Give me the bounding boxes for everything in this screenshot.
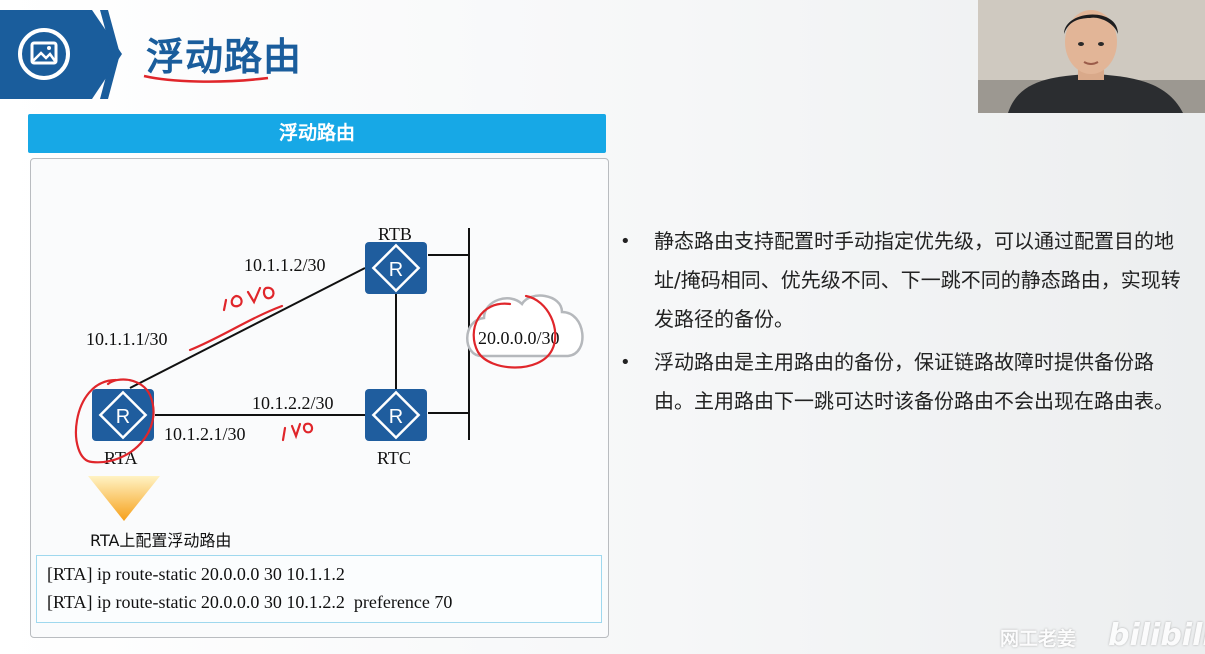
router-icon-rtc[interactable]: R: [365, 389, 427, 441]
bullet-text: 浮动路由是主用路由的备份，保证链路故障时提供备份路由。主用路由下一跳可达时该备份…: [654, 350, 1174, 413]
handwritten-annotations: [74, 286, 557, 464]
channel-watermark: 网工老姜: [1000, 628, 1077, 650]
bullet-item: • 静态路由支持配置时手动指定优先级，可以通过配置目的地址/掩码相同、优先级不同…: [620, 222, 1190, 339]
bullet-item: • 浮动路由是主用路由的备份，保证链路故障时提供备份路由。主用路由下一跳可达时该…: [620, 343, 1190, 421]
image-icon: [18, 28, 70, 80]
config-caption: RTA上配置浮动路由: [90, 531, 231, 550]
bullet-text: 静态路由支持配置时手动指定优先级，可以通过配置目的地址/掩码相同、优先级不同、下…: [654, 229, 1181, 331]
bilibili-logo: bilibili: [1108, 618, 1205, 653]
panel-banner: 浮动路由: [28, 114, 606, 153]
bullet-list: • 静态路由支持配置时手动指定优先级，可以通过配置目的地址/掩码相同、优先级不同…: [620, 222, 1190, 425]
router-icon-rtb[interactable]: R: [365, 242, 427, 294]
down-arrow-icon: [88, 476, 160, 521]
network-label: 20.0.0.0/30: [478, 328, 560, 348]
router-icon-rta[interactable]: R: [92, 389, 154, 441]
router-glyph: R: [389, 406, 403, 428]
page-title: 浮动路由: [146, 35, 303, 79]
title-underline-mark: [143, 74, 269, 83]
ip-label-rtb-upper: 10.1.1.2/30: [244, 255, 326, 275]
webcam-video: [978, 0, 1205, 113]
link-rta-rtb: [129, 267, 366, 389]
bullet-marker: •: [620, 231, 631, 252]
command-box: [RTA] ip route-static 20.0.0.0 30 10.1.1…: [36, 555, 602, 623]
bullet-marker: •: [620, 352, 631, 373]
router-label-rtb: RTB: [378, 224, 412, 244]
ip-label-rtc-lower: 10.1.2.2/30: [252, 393, 334, 413]
command-line-backup: [RTA] ip route-static 20.0.0.0 30 10.1.2…: [47, 592, 453, 612]
router-glyph: R: [389, 259, 403, 281]
ip-label-rta-lower: 10.1.2.1/30: [164, 424, 246, 444]
command-line-primary: [RTA] ip route-static 20.0.0.0 30 10.1.1…: [47, 564, 345, 584]
router-glyph: R: [116, 406, 130, 428]
cloud-icon: [466, 294, 584, 358]
ip-label-rta-upper: 10.1.1.1/30: [86, 329, 168, 349]
header-badge: [0, 10, 122, 99]
router-label-rtc: RTC: [377, 448, 411, 468]
